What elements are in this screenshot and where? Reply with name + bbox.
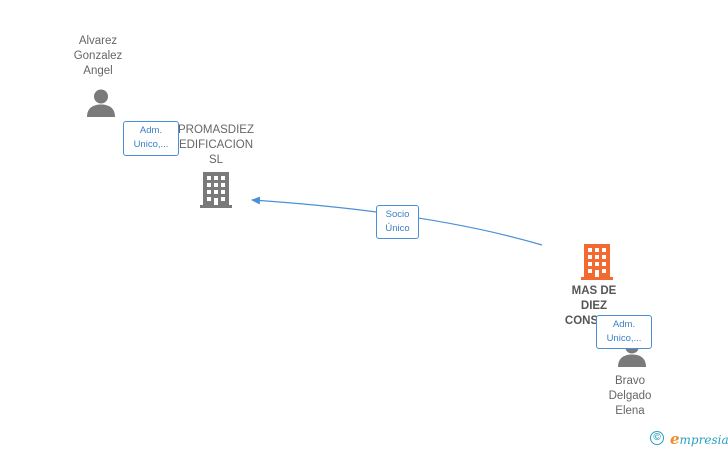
edge-label-adm-unico-1[interactable]: Adm. Unico,...	[123, 121, 179, 156]
company-promasdiez-line-2: EDIFICACION	[178, 139, 254, 151]
person-alvarez-line-1: Alvarez	[78, 35, 118, 47]
edge-label-adm-unico-1-line-1: Adm.	[139, 125, 163, 136]
company-promasdiez-label[interactable]: PROMASDIEZ EDIFICACION SL	[168, 123, 264, 168]
edge-label-adm-unico-2-line-2: Unico,...	[606, 333, 642, 344]
person-icon[interactable]	[86, 88, 116, 118]
edge-label-socio-unico-line-2: Único	[385, 223, 410, 234]
person-alvarez-line-2: Gonzalez	[73, 50, 123, 62]
empresia-logo-text: mpresia	[679, 433, 728, 447]
person-bravo-line-1: Bravo	[614, 375, 646, 387]
empresia-logo[interactable]: empresia	[670, 430, 728, 448]
person-bravo-line-3: Elena	[615, 405, 645, 417]
building-icon[interactable]	[581, 244, 613, 280]
empresia-logo-initial: e	[670, 430, 680, 448]
company-promasdiez-line-1: PROMASDIEZ	[177, 124, 255, 136]
building-icon[interactable]	[200, 172, 232, 208]
copyright-icon: ©	[650, 431, 664, 445]
person-alvarez-line-3: Angel	[83, 65, 113, 77]
person-alvarez-label[interactable]: Alvarez Gonzalez Angel	[58, 34, 138, 79]
edge-label-adm-unico-2[interactable]: Adm. Unico,...	[596, 315, 652, 349]
company-mas-de-diez-line-2: DIEZ	[580, 300, 608, 312]
company-mas-de-diez-line-1: MAS DE	[571, 285, 617, 297]
edge-label-adm-unico-1-line-2: Unico,...	[133, 139, 169, 150]
person-bravo-label[interactable]: Bravo Delgado Elena	[590, 374, 670, 419]
edge-label-socio-unico-line-1: Socio	[385, 209, 410, 220]
edge-label-socio-unico[interactable]: Socio Único	[376, 205, 419, 239]
edge-label-adm-unico-2-line-1: Adm.	[612, 319, 636, 330]
company-promasdiez-line-3: SL	[208, 154, 224, 166]
person-bravo-line-2: Delgado	[608, 390, 652, 402]
